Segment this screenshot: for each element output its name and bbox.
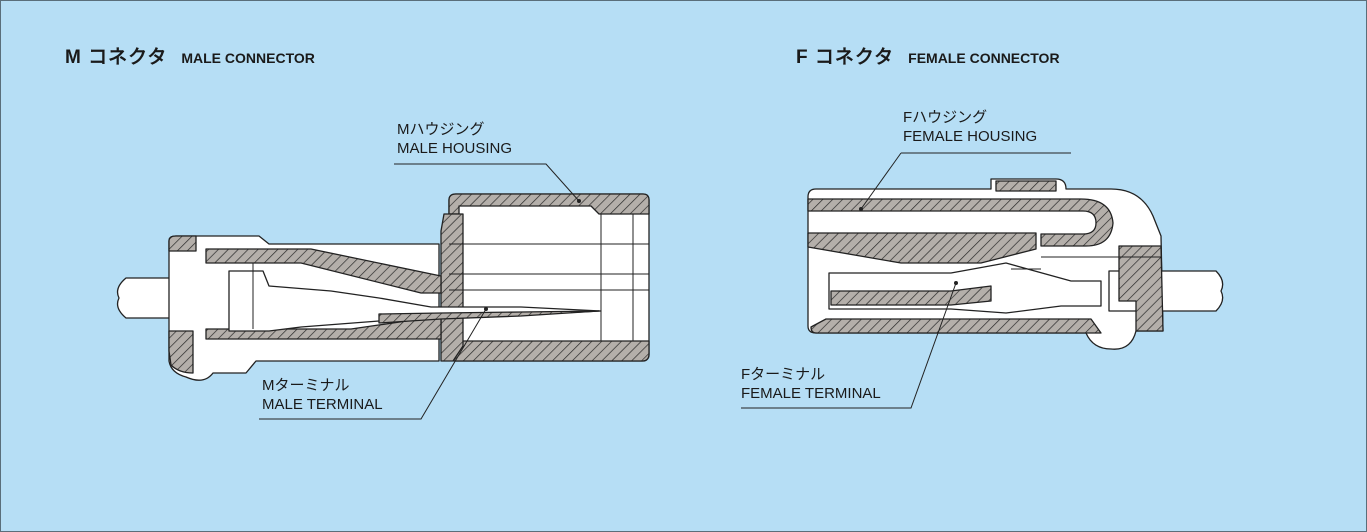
female-housing-leader-dot	[859, 207, 863, 211]
female-housing-mid-wall	[807, 232, 1037, 264]
male-housing-callout: Mハウジング MALE HOUSING	[397, 120, 512, 158]
female-terminal-contact	[830, 285, 992, 306]
male-boot-hatch-top	[168, 235, 197, 252]
male-connector	[116, 193, 650, 381]
male-terminal-leader-dot	[484, 307, 488, 311]
female-housing-label-en: FEMALE HOUSING	[903, 128, 1038, 145]
female-terminal-leader-dot	[954, 281, 958, 285]
male-housing-divider	[440, 213, 464, 362]
female-title-jp: F コネクタ	[796, 47, 895, 68]
female-connector-title: F コネクタ FEMALE CONNECTOR	[796, 42, 1060, 69]
male-housing-bottom-wall	[448, 340, 650, 362]
male-title-en: MALE CONNECTOR	[181, 50, 315, 66]
male-front-cup	[448, 193, 650, 362]
male-title-jp: M コネクタ	[65, 47, 168, 68]
female-rear-wall	[1118, 245, 1164, 332]
female-leader-lines	[741, 152, 1071, 409]
male-boot-hatch	[168, 330, 194, 374]
female-terminal-callout: Fターミナル FEMALE TERMINAL	[741, 365, 881, 403]
male-housing-label-jp: Mハウジング	[397, 121, 485, 138]
male-terminal-label-en: MALE TERMINAL	[262, 396, 383, 413]
female-latch	[995, 180, 1057, 192]
female-terminal-label-jp: Fターミナル	[741, 366, 826, 383]
male-housing-top-wall	[448, 193, 650, 215]
female-terminal-label-en: FEMALE TERMINAL	[741, 385, 881, 402]
male-leader-lines	[259, 163, 580, 420]
female-housing-label-jp: Fハウジング	[903, 109, 988, 126]
female-title-en: FEMALE CONNECTOR	[908, 50, 1060, 66]
female-housing-top-wall	[807, 198, 1114, 247]
male-terminal-callout: Mターミナル MALE TERMINAL	[262, 376, 383, 414]
female-bottom-wall	[810, 318, 1102, 334]
male-terminal-label-jp: Mターミナル	[262, 377, 350, 394]
female-connector	[807, 178, 1224, 350]
male-rear-top-wall	[205, 248, 442, 294]
male-connector-title: M コネクタ MALE CONNECTOR	[65, 42, 315, 69]
male-housing-leader-dot	[577, 199, 581, 203]
male-rear-bottom-wall	[205, 315, 442, 340]
male-housing-label-en: MALE HOUSING	[397, 140, 513, 157]
male-terminal-tab	[378, 310, 600, 324]
female-housing-callout: Fハウジング FEMALE HOUSING	[903, 108, 1037, 146]
